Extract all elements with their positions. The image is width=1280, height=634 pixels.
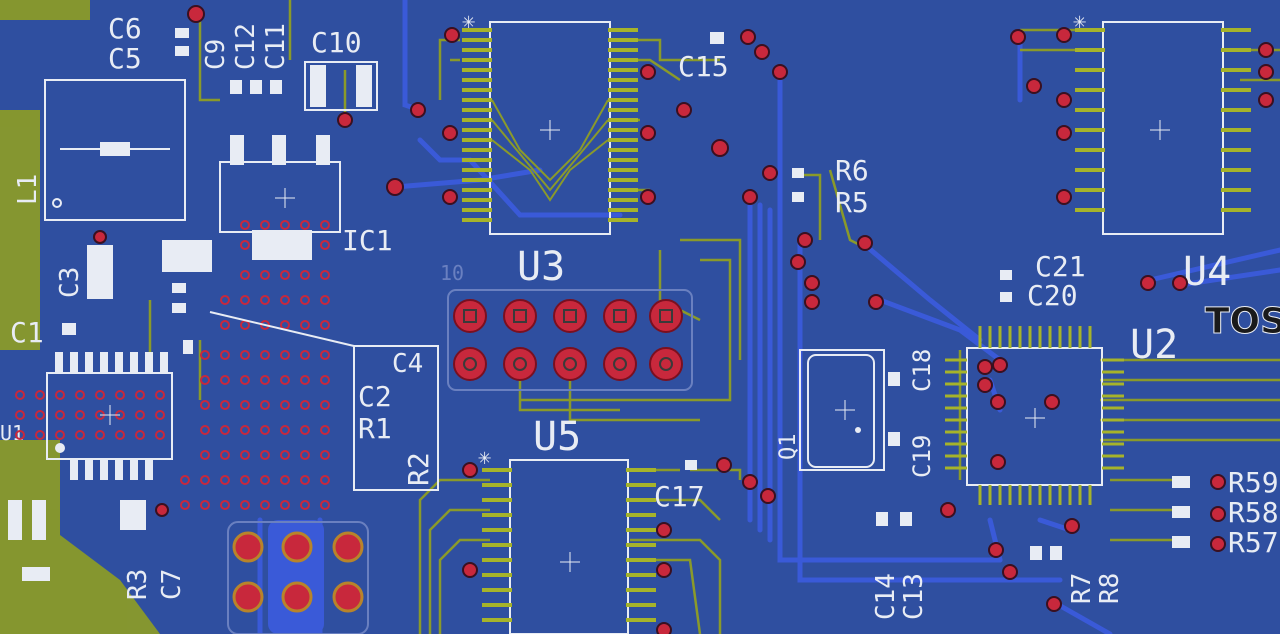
- label-c18: C18: [908, 349, 936, 392]
- label-c17: C17: [654, 480, 705, 513]
- smd-components: [8, 28, 1190, 581]
- label-c2: C2: [358, 380, 392, 413]
- c10-label: C10: [311, 26, 362, 59]
- designator-labels: C6 C5 C9 C12 C11 C15 C3 C1 C4 C2 R1 R2 R…: [10, 12, 1279, 620]
- chip-u4-label: U4: [1183, 249, 1231, 295]
- label-r7: R7: [1067, 573, 1097, 604]
- chip-u2-label: U2: [1130, 322, 1178, 368]
- label-c3: C3: [55, 267, 85, 298]
- l1-outline: [44, 79, 186, 221]
- label-c14: C14: [871, 573, 901, 620]
- ic1-label: IC1: [342, 224, 393, 257]
- silkscreen-outlines: [209, 311, 439, 491]
- crystal-q1-outline: [799, 349, 885, 471]
- label-r3: R3: [123, 569, 153, 600]
- chip-u5[interactable]: U5 ✳: [478, 414, 656, 634]
- label-r58: R58: [1228, 496, 1279, 529]
- crystal-q1[interactable]: Q1: [776, 349, 885, 471]
- label-c21: C21: [1035, 250, 1086, 283]
- capacitor-c10[interactable]: C10: [304, 26, 378, 111]
- label-c1: C1: [10, 316, 44, 349]
- chip-u1-outline: [46, 372, 173, 460]
- header-small-outline: [227, 521, 369, 634]
- chip-u2-outline: [966, 347, 1103, 486]
- crystal-q1-body: [807, 354, 875, 468]
- chip-u4-star: ✳: [1073, 9, 1086, 34]
- chip-u3-label: U3: [517, 244, 565, 290]
- inductor-l1[interactable]: L1: [13, 79, 186, 221]
- chip-u3[interactable]: U3 ✳: [462, 9, 638, 290]
- header-pin-10-label: 10: [440, 261, 464, 285]
- label-r8: R8: [1095, 573, 1125, 604]
- label-r59: R59: [1228, 466, 1279, 499]
- chip-u3-star: ✳: [462, 9, 475, 34]
- label-c15: C15: [678, 50, 729, 83]
- origin-markers: [100, 120, 1170, 572]
- label-c12: C12: [231, 23, 261, 70]
- chip-u5-label: U5: [533, 414, 581, 460]
- header-connector[interactable]: 10: [440, 261, 693, 391]
- label-c4: C4: [392, 349, 423, 379]
- tos-marking: TOS: [1205, 301, 1280, 342]
- label-c20: C20: [1027, 279, 1078, 312]
- chip-u5-star: ✳: [478, 445, 491, 470]
- label-r2: R2: [402, 452, 435, 486]
- chip-u4[interactable]: U4 ✳: [1073, 9, 1251, 295]
- crystal-q1-label: Q1: [776, 434, 801, 461]
- label-c13: C13: [899, 573, 929, 620]
- label-r6: R6: [835, 154, 869, 187]
- regulator-ic1[interactable]: IC1: [219, 135, 393, 260]
- label-c6: C6: [108, 12, 142, 45]
- label-c7: C7: [157, 569, 187, 600]
- label-c9: C9: [201, 39, 231, 70]
- header-small[interactable]: [227, 520, 369, 634]
- top-copper-pour: [0, 0, 160, 634]
- header-outline: [447, 289, 693, 391]
- chip-u1-label: U1: [0, 421, 24, 445]
- label-r5: R5: [835, 186, 869, 219]
- l1-label: L1: [13, 174, 43, 205]
- label-c19: C19: [908, 435, 936, 478]
- thermal-via-field: [15, 220, 330, 510]
- label-r57: R57: [1228, 526, 1279, 559]
- label-r1: R1: [358, 412, 392, 445]
- chip-u1[interactable]: U1: [0, 352, 173, 480]
- label-c5: C5: [108, 42, 142, 75]
- chip-u2[interactable]: U2: [945, 322, 1178, 505]
- signal-vias: [93, 5, 1274, 634]
- label-c11: C11: [261, 23, 291, 70]
